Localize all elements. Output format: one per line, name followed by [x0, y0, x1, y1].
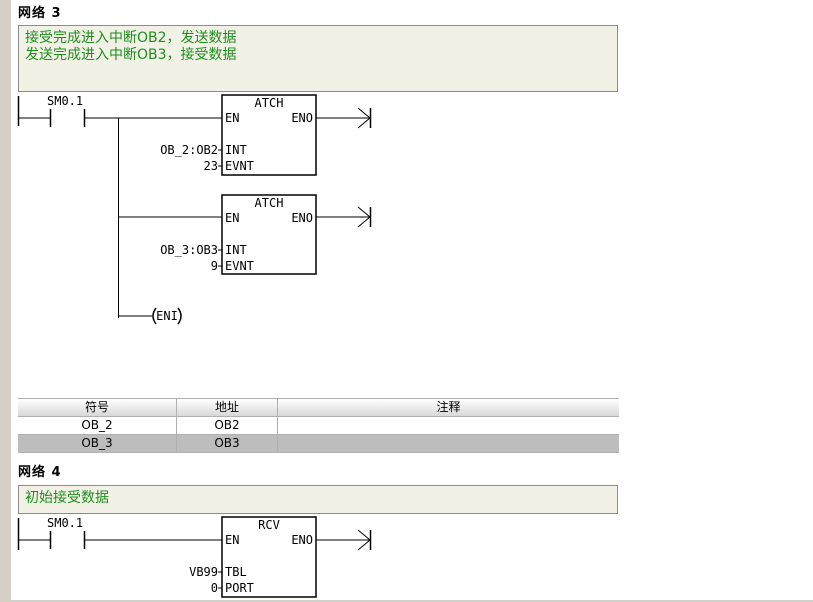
- network-3-comment[interactable]: 接受完成进入中断OB2，发送数据 发送完成进入中断OB3，接受数据: [18, 25, 618, 92]
- evnt-pin: EVNT: [225, 259, 254, 273]
- evnt-value[interactable]: 9: [211, 259, 218, 273]
- box-name: ATCH: [255, 196, 284, 210]
- port-value[interactable]: 0: [211, 581, 218, 595]
- contact-label: SM0.1: [47, 516, 83, 530]
- eno-pin: ENO: [291, 111, 313, 125]
- atch-box-1[interactable]: ATCH EN ENO INT EVNT OB_2:OB2 23: [160, 94, 317, 176]
- comment-cell[interactable]: [278, 435, 619, 452]
- int-pin: INT: [225, 143, 247, 157]
- int-value[interactable]: OB_2:OB2: [160, 143, 218, 157]
- tbl-value[interactable]: VB99: [189, 565, 218, 579]
- table-row[interactable]: OB_3 OB3: [18, 435, 619, 453]
- coil-label: ENI: [156, 309, 178, 323]
- header-address: 地址: [177, 399, 278, 416]
- int-value[interactable]: OB_3:OB3: [160, 243, 218, 257]
- en-pin: EN: [225, 211, 239, 225]
- symbol-table-header: 符号 地址 注释: [18, 398, 619, 417]
- address-cell[interactable]: OB3: [177, 435, 278, 452]
- comment-cell[interactable]: [278, 417, 619, 434]
- eno-pin: ENO: [291, 533, 313, 547]
- symbol-table[interactable]: 符号 地址 注释 OB_2 OB2 OB_3 OB3: [18, 398, 619, 453]
- evnt-value[interactable]: 23: [204, 159, 218, 173]
- network-4-comment-line-1: 初始接受数据: [25, 490, 109, 506]
- address-cell[interactable]: OB2: [177, 417, 278, 434]
- box-name: RCV: [258, 518, 280, 532]
- atch-box-2[interactable]: ATCH EN ENO INT EVNT OB_3:OB3 9: [160, 194, 317, 275]
- header-symbol: 符号: [18, 399, 177, 416]
- network-3-comment-line-1: 接受完成进入中断OB2，发送数据: [25, 30, 237, 46]
- symbol-cell[interactable]: OB_3: [18, 435, 177, 452]
- network-4-title[interactable]: 网络 4: [18, 465, 62, 480]
- contact-sm0-1[interactable]: SM0.1: [18, 94, 86, 127]
- box-name: ATCH: [255, 96, 284, 110]
- bottom-border: [11, 600, 813, 602]
- contact-sm0-1[interactable]: SM0.1: [18, 516, 86, 549]
- en-pin: EN: [225, 111, 239, 125]
- rcv-box[interactable]: RCV EN ENO TBL PORT VB99 0: [189, 516, 317, 598]
- eni-coil[interactable]: ENI: [152, 307, 182, 325]
- eno-output-rcv: [316, 529, 372, 551]
- port-pin: PORT: [225, 581, 254, 595]
- header-comment: 注释: [436, 400, 461, 414]
- eno-output-2: [316, 206, 372, 228]
- network-4-ladder[interactable]: SM0.1 RCV EN ENO TBL PORT VB99 0: [0, 514, 813, 600]
- table-row[interactable]: OB_2 OB2: [18, 417, 619, 435]
- en-pin: EN: [225, 533, 239, 547]
- eno-output-1: [316, 107, 372, 129]
- network-3-comment-line-2: 发送完成进入中断OB3，接受数据: [25, 47, 237, 63]
- int-pin: INT: [225, 243, 247, 257]
- network-4-comment[interactable]: 初始接受数据: [18, 485, 618, 514]
- symbol-cell[interactable]: OB_2: [18, 417, 177, 434]
- tbl-pin: TBL: [225, 565, 247, 579]
- network-3-title[interactable]: 网络 3: [18, 6, 62, 21]
- contact-label: SM0.1: [47, 94, 83, 108]
- network-3-ladder[interactable]: SM0.1 ATCH EN ENO INT EVNT OB_2:OB2 23 A…: [0, 92, 813, 332]
- evnt-pin: EVNT: [225, 159, 254, 173]
- left-margin-strip: [0, 0, 11, 602]
- eno-pin: ENO: [291, 211, 313, 225]
